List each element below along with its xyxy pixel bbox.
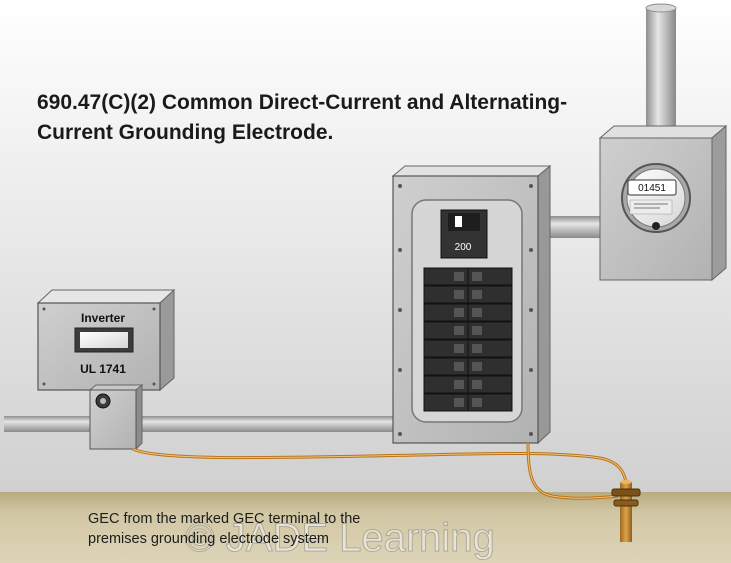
branch-breaker-handle xyxy=(472,290,482,299)
branch-breaker-handle xyxy=(454,344,464,353)
inverter-panel-conduit xyxy=(4,416,394,432)
diagram-title-line-1: 690.47(C)(2) Common Direct-Current and A… xyxy=(37,91,568,114)
watermark: © JADE Learning xyxy=(185,516,495,560)
gec-caption-line-1: GEC from the marked GEC terminal to the xyxy=(88,511,361,527)
diagram-title-line-2: Current Grounding Electrode. xyxy=(37,121,334,144)
branch-breaker-handle xyxy=(454,308,464,317)
branch-breaker-handle xyxy=(472,398,482,407)
ground-strip xyxy=(0,492,731,563)
diagram-title: 690.47(C)(2) Common Direct-Current and A… xyxy=(37,88,597,148)
branch-breaker-handle xyxy=(472,380,482,389)
branch-breaker-handle xyxy=(472,326,482,335)
branch-breaker-handle xyxy=(454,290,464,299)
branch-breaker-handle xyxy=(454,380,464,389)
gec-caption: GEC from the marked GEC terminal to the … xyxy=(88,509,508,549)
branch-breaker-handle xyxy=(454,326,464,335)
ground-rod xyxy=(611,480,641,542)
branch-breaker-handle xyxy=(454,272,464,281)
inverter-label: Inverter xyxy=(81,311,125,325)
grounding-electrode-conductor-highlight xyxy=(132,448,629,493)
panel-meter-conduit xyxy=(548,216,602,238)
branch-breaker-handle xyxy=(454,398,464,407)
electric-meter xyxy=(621,163,691,233)
branch-breaker-handle xyxy=(472,308,482,317)
branch-breaker-handle xyxy=(472,362,482,371)
inverter-disconnect xyxy=(88,383,144,451)
main-breaker xyxy=(440,209,488,259)
main-breaker-rating: 200 xyxy=(455,242,472,253)
branch-breaker-handle xyxy=(472,344,482,353)
service-mast-pipe xyxy=(646,8,676,138)
branch-breakers xyxy=(423,267,513,412)
panel-grounding-conductor-highlight xyxy=(527,442,619,499)
gec-caption-line-2: premises grounding electrode system xyxy=(88,531,329,547)
branch-breaker-handle xyxy=(472,272,482,281)
inverter-enclosure xyxy=(36,288,176,392)
meter-reading: 01451 xyxy=(638,183,666,194)
inverter-listing: UL 1741 xyxy=(80,362,126,376)
branch-breaker-handle xyxy=(454,362,464,371)
service-mast-cap xyxy=(645,3,677,13)
